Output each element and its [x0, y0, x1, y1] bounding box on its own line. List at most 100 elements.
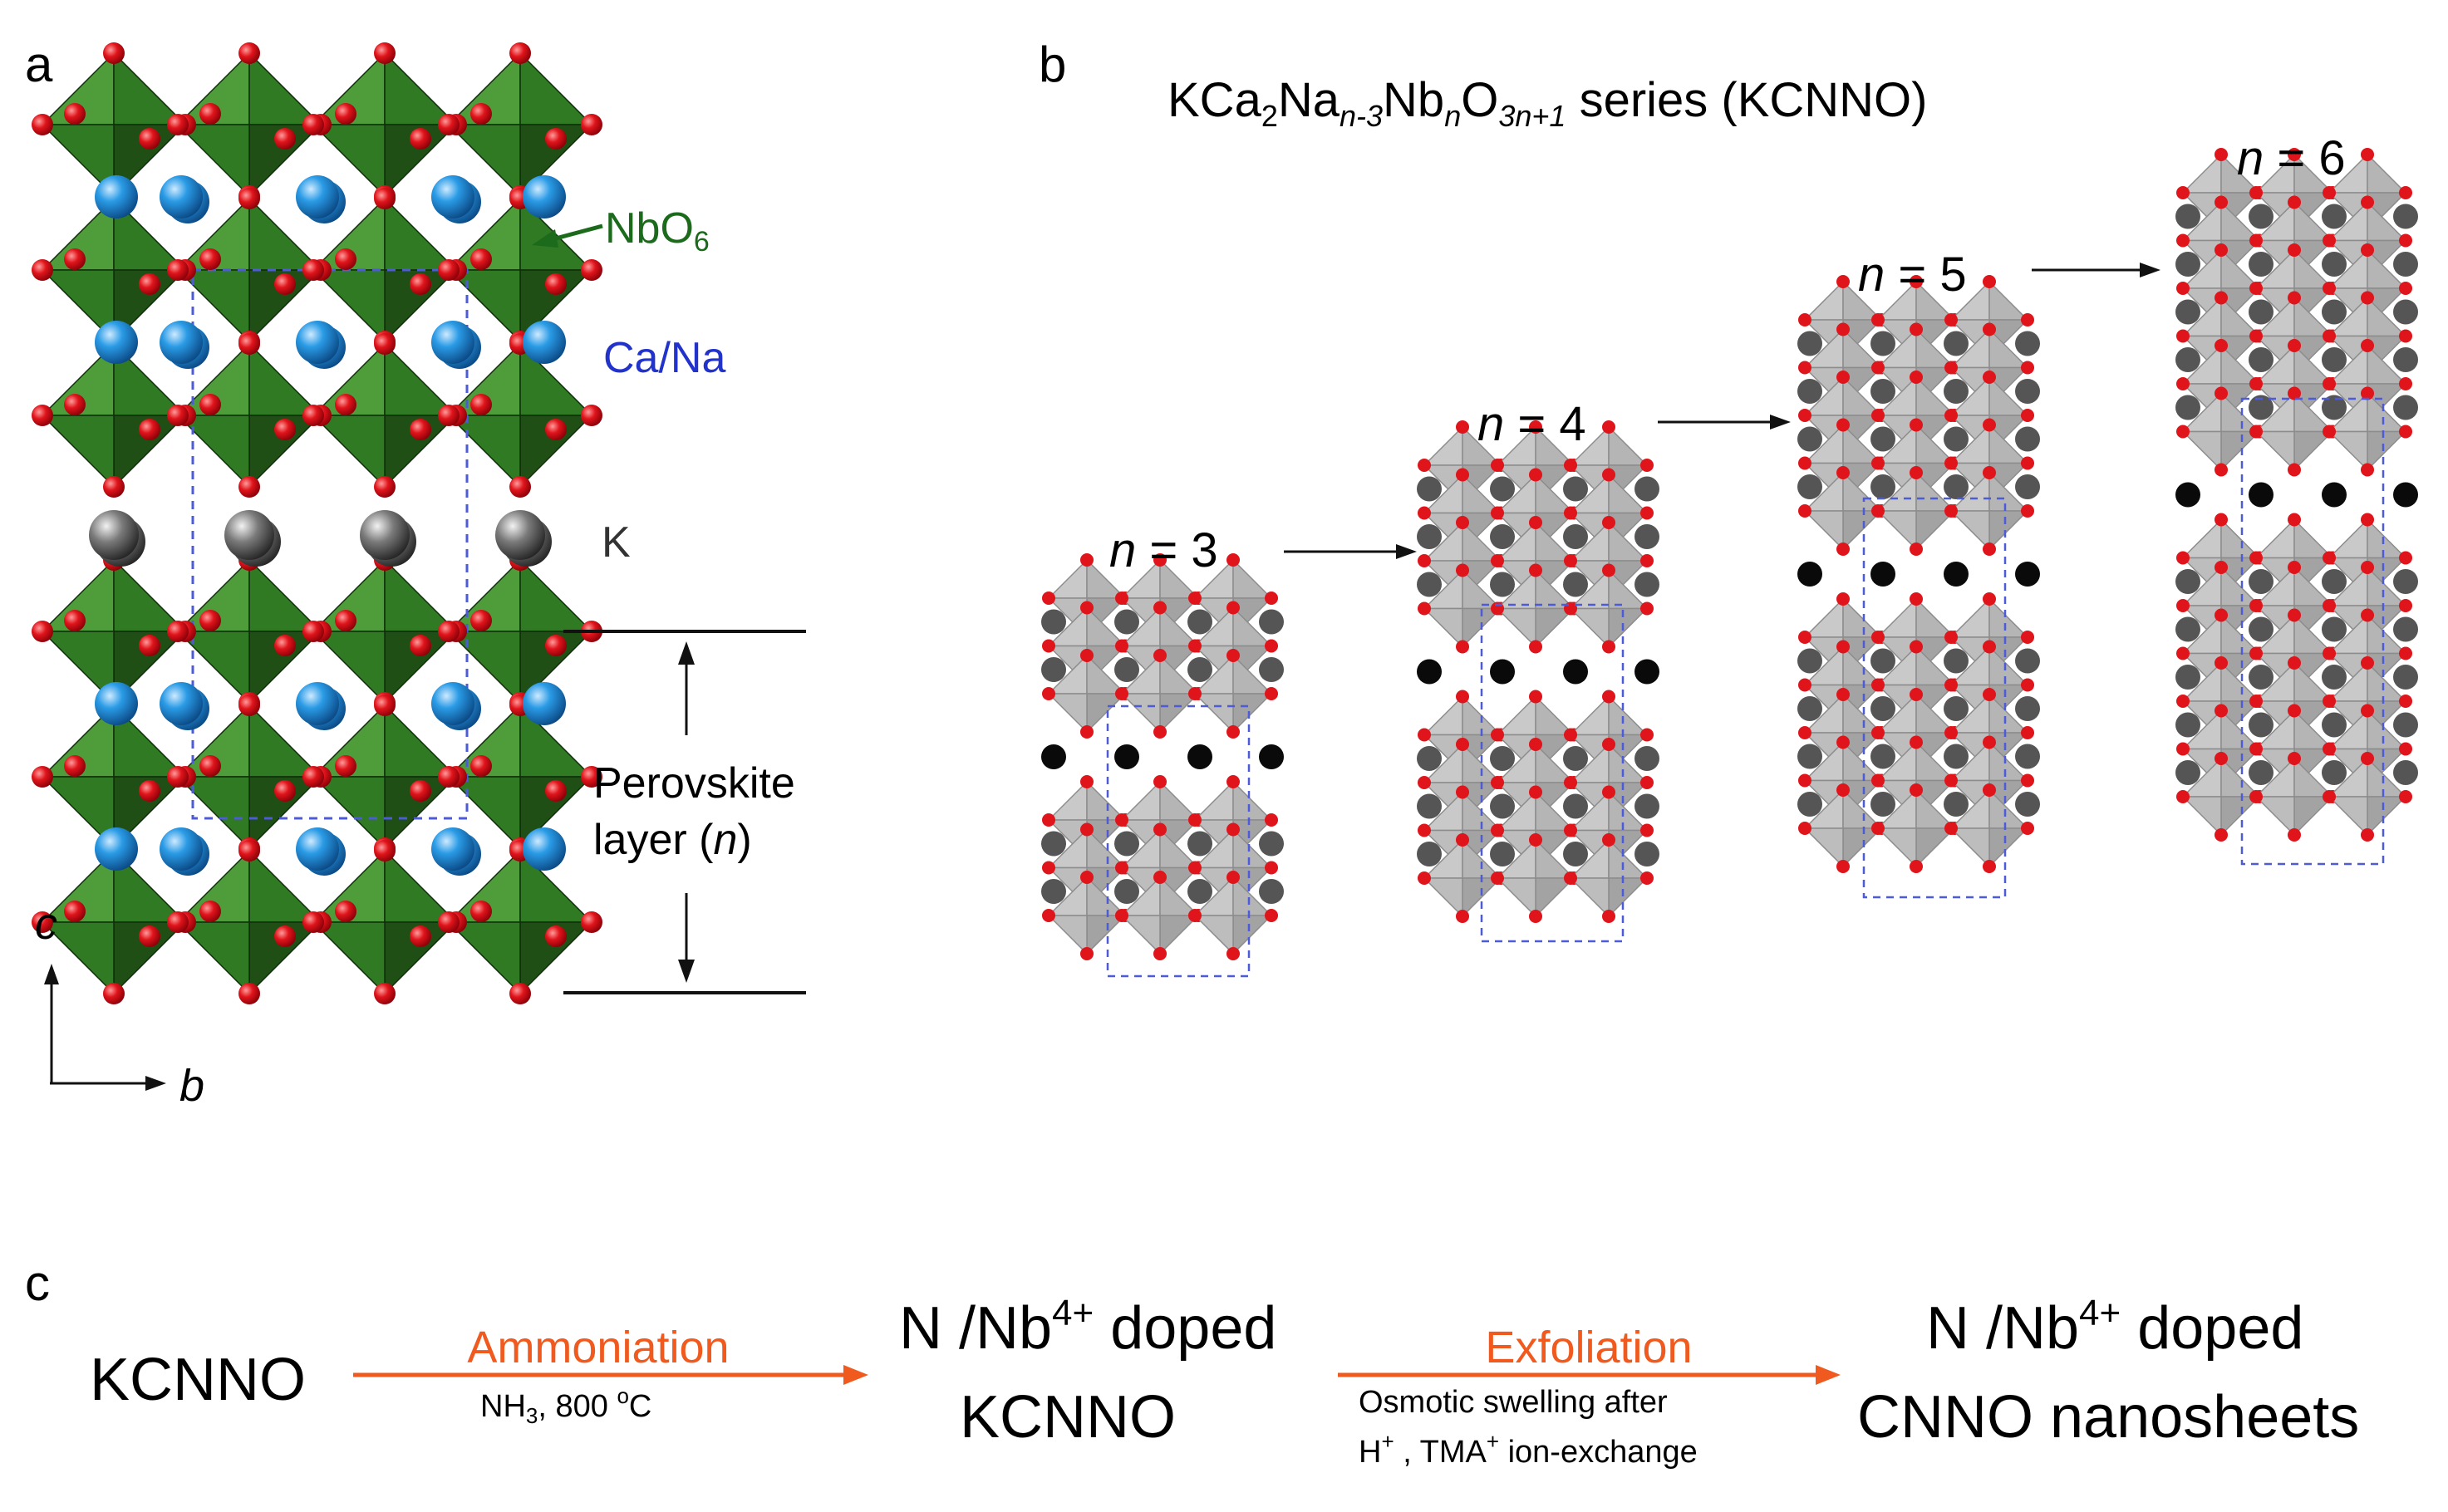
oxygen-site — [2361, 513, 2374, 527]
ca-na-site — [2175, 760, 2200, 786]
ca-na-site — [2322, 616, 2347, 642]
ca-na-site — [1944, 696, 1969, 722]
oxygen-atom — [410, 635, 431, 656]
ca-na-site — [1870, 744, 1895, 769]
oxygen-atom — [410, 925, 431, 947]
oxygen-site — [1153, 553, 1167, 567]
gray-octahedron — [2181, 709, 2261, 789]
nbo6-octahedron-face — [176, 921, 250, 995]
ca-na-site — [2322, 395, 2347, 420]
product-line2: CNNO nanosheets — [1857, 1384, 2359, 1451]
oxygen-site — [2176, 329, 2190, 343]
oxygen-atom — [139, 419, 160, 440]
gray-octahedron-face — [1496, 877, 1536, 918]
oxygen-site — [2215, 195, 2228, 209]
ca-na-site — [1259, 831, 1284, 857]
oxygen-site — [2176, 377, 2190, 390]
oxygen-atom — [335, 394, 356, 415]
oxygen-site — [2288, 463, 2301, 477]
gray-octahedron-face — [2367, 153, 2407, 194]
nbo6-annotation: NbO6 — [532, 204, 710, 258]
oxygen-atom — [199, 901, 221, 922]
oxygen-site — [2215, 513, 2228, 527]
ca-na-site — [1797, 744, 1822, 769]
oxygen-site — [2288, 656, 2301, 670]
oxygen-site — [1529, 468, 1542, 482]
oxygen-atom — [238, 188, 260, 209]
oxygen-atom — [64, 248, 86, 270]
oxygen-atom — [438, 766, 460, 788]
ca-na-site — [1944, 331, 1969, 356]
oxygen-site — [1602, 690, 1615, 704]
gray-octahedron-face — [1193, 780, 1234, 821]
oxygen-site — [1602, 738, 1615, 751]
gray-octahedron-face — [1232, 693, 1273, 734]
oxygen-site — [1418, 601, 1431, 616]
ca-na-atom — [160, 682, 203, 725]
oxygen-site — [1456, 516, 1469, 529]
oxygen-atom — [32, 766, 53, 788]
oxygen-site — [1871, 678, 1885, 692]
oxygen-atom — [545, 635, 567, 656]
oxygen-site — [1798, 504, 1811, 518]
gray-octahedron — [1949, 693, 2029, 773]
ca-na-site — [1417, 746, 1442, 772]
ca-na-site — [1870, 379, 1895, 405]
oxygen-site — [1226, 775, 1240, 788]
gray-octahedron — [1569, 695, 1649, 775]
perovskite-label-line2: layer (n) — [593, 816, 752, 864]
oxygen-site — [2021, 631, 2034, 644]
k-site — [1259, 744, 1284, 769]
oxygen-site — [2215, 291, 2228, 305]
ca-na-site — [1870, 474, 1895, 500]
gray-octahedron-face — [2254, 796, 2295, 837]
nbo6-octahedron-face — [176, 631, 250, 704]
ca-na-atom — [296, 321, 339, 364]
oxygen-site — [1983, 275, 1996, 288]
oxygen-site — [1456, 833, 1469, 847]
ca-na-site — [2393, 760, 2418, 786]
ca-na-site — [1417, 793, 1442, 819]
nbo6-octahedron-face — [113, 558, 187, 632]
oxygen-site — [2399, 282, 2412, 295]
oxygen-atom — [545, 925, 567, 947]
nbo6-octahedron — [447, 342, 593, 488]
oxygen-site — [2249, 599, 2263, 612]
oxygen-site — [1640, 601, 1654, 616]
gray-octahedron — [2328, 200, 2407, 281]
oxygen-site — [1910, 592, 1923, 606]
gray-octahedron-face — [2367, 430, 2407, 472]
nbo6-octahedron — [312, 52, 458, 198]
gray-octahedron — [1876, 788, 1956, 868]
ca-na-site — [2249, 665, 2273, 690]
oxygen-atom — [167, 114, 189, 135]
gray-octahedron-face — [1047, 915, 1088, 955]
b-axis-label: b — [179, 1061, 204, 1111]
gray-octahedron-face — [1047, 780, 1088, 821]
oxygen-site — [1910, 688, 1923, 701]
oxygen-site — [1529, 640, 1542, 654]
gray-octahedron-face — [1047, 693, 1088, 734]
ca-na-site — [2175, 665, 2200, 690]
gray-octahedron-face — [1120, 693, 1161, 734]
oxygen-site — [1265, 861, 1278, 875]
ca-na-site — [1114, 657, 1139, 683]
oxygen-atom — [302, 766, 324, 788]
axes-indicator: c b — [35, 899, 204, 1111]
n5-label: n = 5 — [1858, 248, 1967, 302]
gray-octahedron — [1949, 471, 2029, 551]
oxygen-site — [1529, 833, 1542, 847]
oxygen-site — [1602, 833, 1615, 847]
oxygen-site — [2249, 377, 2263, 390]
k-site — [1944, 562, 1969, 587]
ca-na-site — [2175, 347, 2200, 373]
oxygen-atom — [199, 103, 221, 125]
oxygen-site — [1871, 456, 1885, 470]
k-atom — [360, 510, 410, 560]
oxygen-atom — [470, 248, 492, 270]
gray-octahedron — [2254, 391, 2334, 472]
ca-na-site — [1797, 792, 1822, 817]
nbo6-octahedron — [447, 849, 593, 995]
ca-na-site — [2249, 616, 2273, 642]
panel-a-structure — [32, 42, 602, 1004]
